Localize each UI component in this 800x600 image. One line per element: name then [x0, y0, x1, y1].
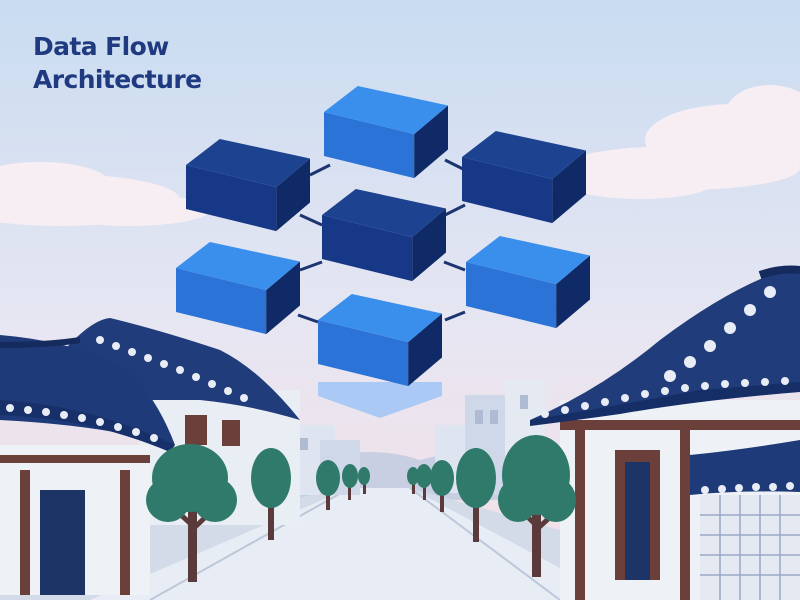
cube-left-face — [322, 215, 413, 282]
cube-right-face — [412, 208, 446, 282]
tree-right-small — [407, 460, 454, 512]
road — [90, 488, 620, 600]
cube-right-face — [556, 255, 590, 329]
network-connectors — [297, 158, 466, 324]
cube-right-face — [414, 105, 448, 179]
tree-right-large — [498, 435, 576, 577]
cube-top-face — [322, 189, 446, 238]
network-cube-icon — [324, 86, 448, 179]
cube-left-face — [466, 262, 557, 329]
page-title: Data Flow Architecture — [33, 30, 202, 96]
title-line-1: Data Flow — [33, 32, 169, 61]
network-cubes — [176, 86, 590, 418]
cloud-left — [0, 162, 210, 226]
network-cube-icon — [176, 242, 300, 335]
cube-left-face — [324, 112, 415, 179]
network-cube-icon — [322, 189, 446, 282]
network-cube-icon — [466, 236, 590, 329]
title-line-2: Architecture — [33, 65, 202, 94]
cube-right-face — [266, 261, 300, 335]
tree-left-mid — [251, 448, 291, 540]
network-cube-icon — [186, 139, 310, 232]
cube-right-face — [408, 313, 442, 387]
tree-icon — [146, 435, 576, 582]
cube-right-face — [276, 158, 310, 232]
tree-left-large — [146, 444, 237, 582]
cube-left-face — [176, 268, 267, 335]
cube-reflection — [318, 382, 442, 418]
cube-top-face — [186, 139, 310, 188]
tree-left-small — [316, 460, 370, 510]
cube-top-face — [176, 242, 300, 291]
left-hanok — [0, 318, 300, 595]
cube-right-face — [552, 150, 586, 224]
cube-top-face — [466, 236, 590, 285]
road-edge-right — [409, 487, 561, 600]
network-cube-icon — [462, 131, 586, 224]
cube-top-face — [324, 86, 448, 135]
cube-top-face — [318, 294, 442, 343]
road-edge-left — [149, 487, 351, 600]
network-cube-icon — [318, 294, 442, 387]
tree-right-mid — [456, 448, 496, 542]
right-hanok — [530, 265, 800, 600]
cube-left-face — [462, 157, 553, 224]
cube-left-face — [186, 165, 277, 232]
cloud-right — [560, 85, 800, 199]
cube-top-face — [462, 131, 586, 180]
cube-left-face — [318, 320, 409, 387]
